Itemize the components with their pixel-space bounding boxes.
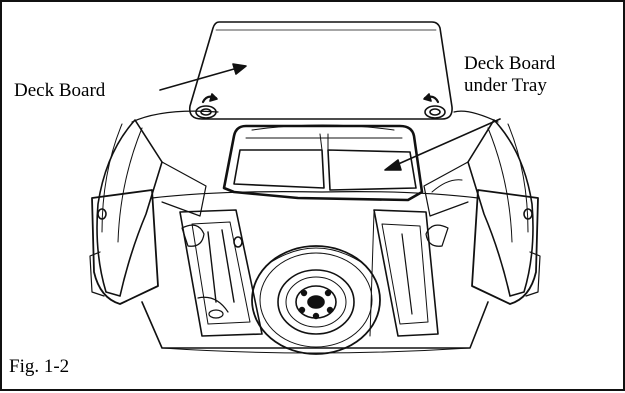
right-storage-compartment (369, 209, 439, 337)
deck-board-under-tray-line1: Deck Board (464, 53, 556, 74)
deck-board-under-tray (222, 124, 424, 202)
vehicle-left-side (89, 119, 207, 305)
rear-opening (131, 110, 499, 123)
trunk-floor (141, 191, 489, 354)
figure-caption: Fig. 1-2 (9, 356, 70, 377)
spare-tire (251, 245, 381, 355)
deck-board-arrow (159, 63, 247, 91)
left-storage-compartment (179, 209, 263, 337)
deck-board-panel (188, 21, 453, 120)
deck-board-left-handle-icon (195, 93, 218, 119)
tray-arrow (384, 118, 501, 171)
vehicle-right-side (423, 119, 541, 305)
deck-board-under-tray-line2: under Tray (464, 75, 547, 96)
deck-board-label: Deck Board (14, 80, 106, 101)
deck-board-right-handle-icon (423, 93, 446, 119)
deck-board-under-tray-label: Deck Board under Tray (464, 53, 555, 97)
